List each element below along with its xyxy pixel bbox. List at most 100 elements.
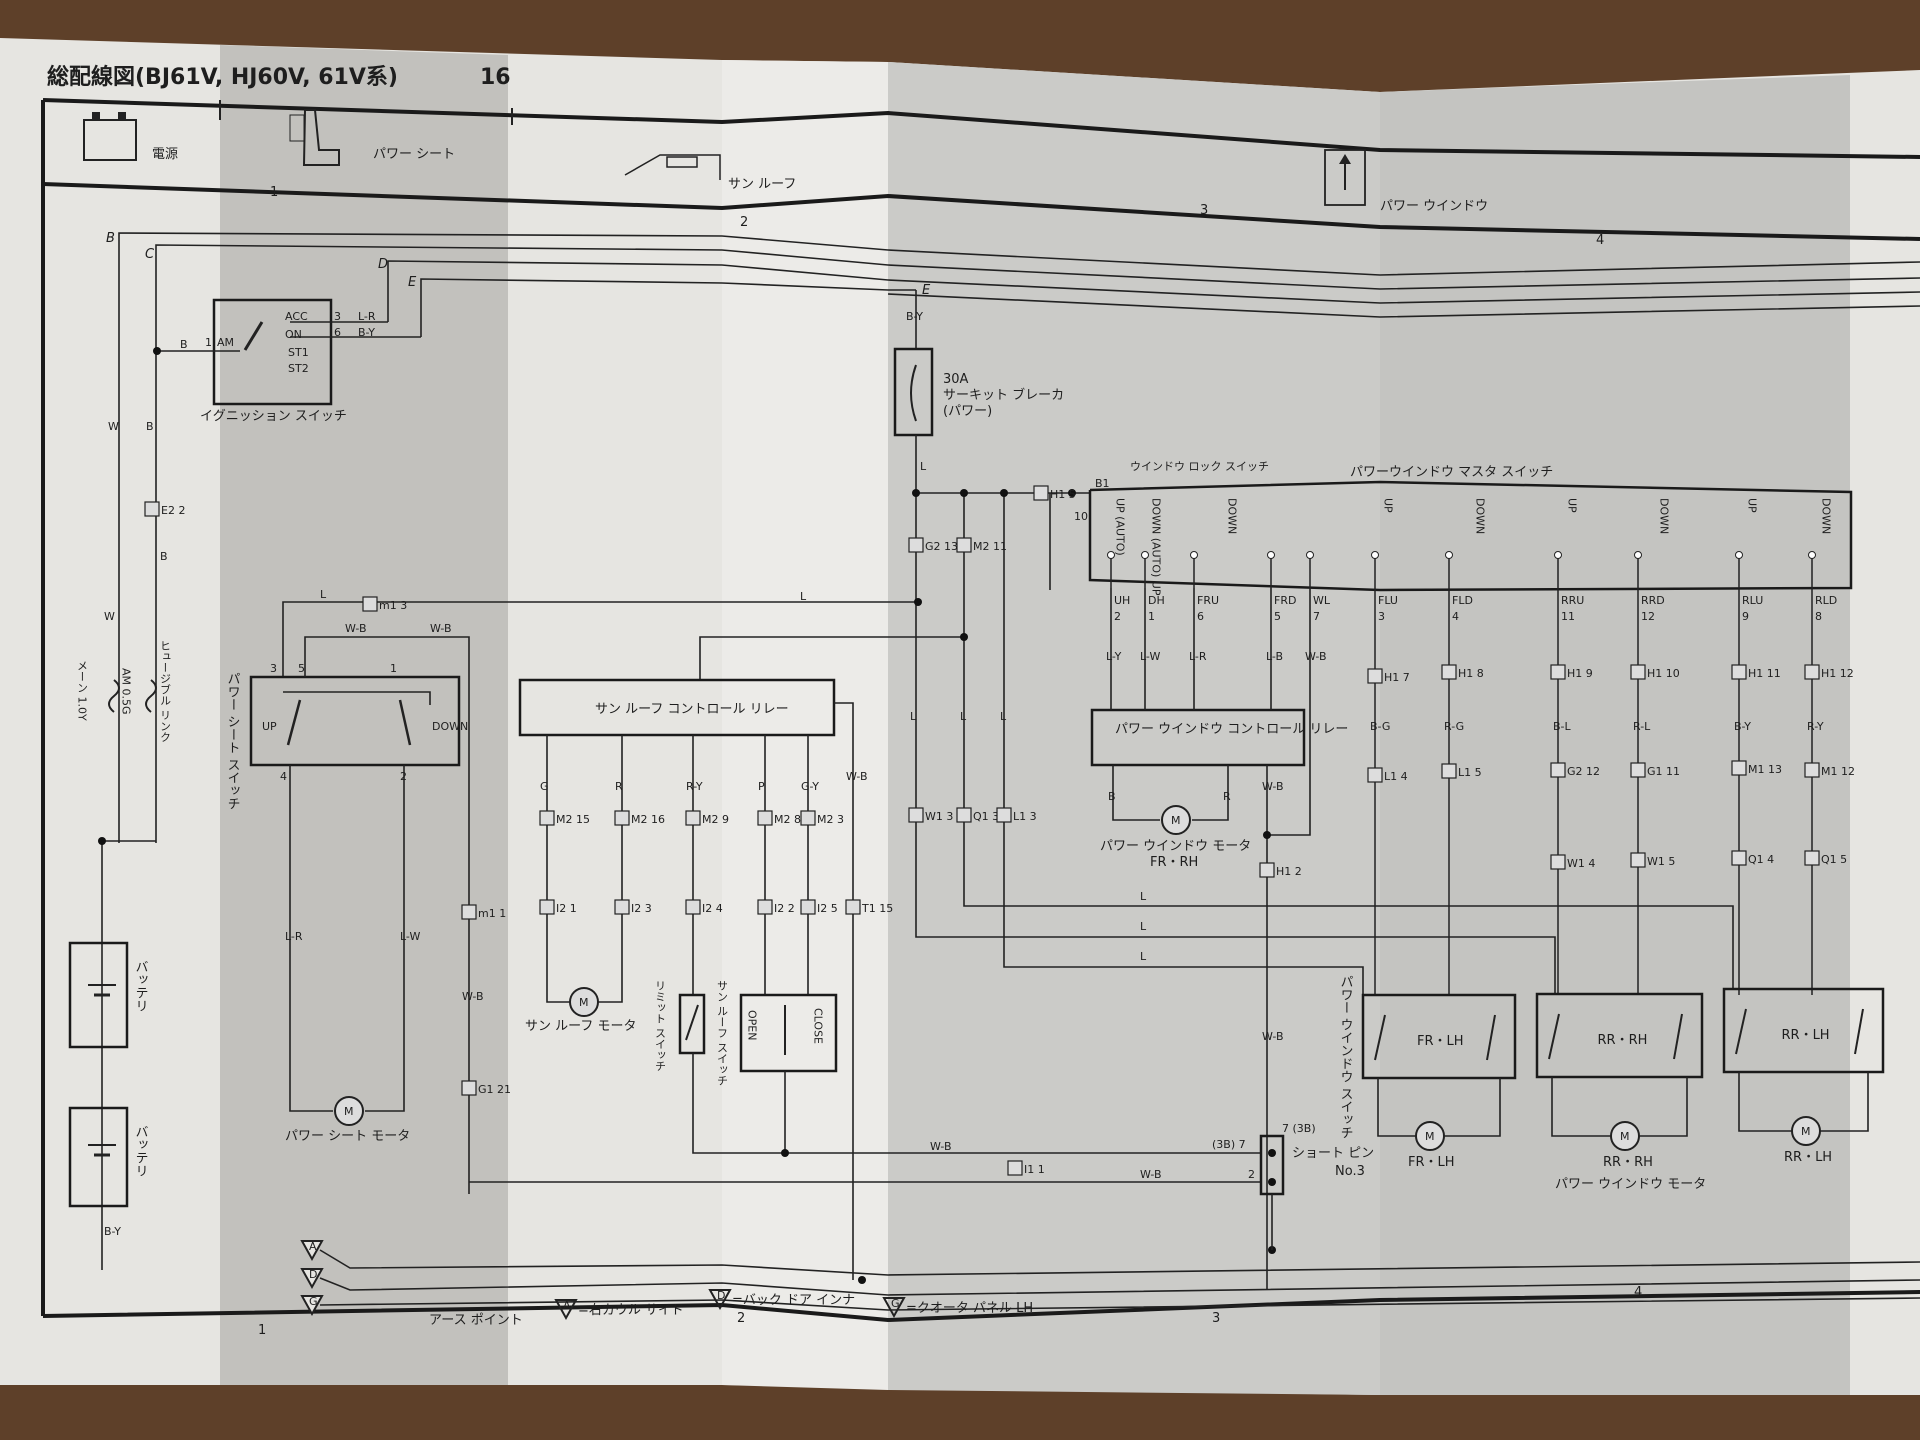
ground-mark: D: [717, 1289, 725, 1302]
wire-r: [1444, 1078, 1501, 1137]
connector: [362, 596, 378, 612]
battery: [68, 1106, 129, 1208]
ignition-switch-body: [212, 298, 333, 406]
motor-symbol: M: [1425, 1130, 1435, 1143]
wire-r: [1820, 1072, 1869, 1132]
pin-label: 1: [390, 662, 397, 675]
wire-color-label: P: [758, 780, 765, 793]
terminal-node: [1634, 551, 1642, 559]
bus-c: [155, 244, 1920, 843]
pin: (3B) 7: [1212, 1138, 1246, 1151]
door-motor-label: FR・LH: [1408, 1155, 1455, 1170]
ground-mark: G: [309, 1295, 318, 1308]
wire-b: [1738, 1072, 1792, 1132]
connector: [757, 899, 773, 915]
ground-symbols: ADG: [300, 1240, 324, 1317]
ground-mark: D: [309, 1268, 317, 1281]
motor-symbol: M: [1171, 814, 1181, 827]
terminal-pin: 12: [1641, 610, 1655, 623]
wire-l: [282, 601, 918, 677]
connector-label: I2 4: [702, 902, 723, 915]
ground-point-label: =クオータ パネル LH: [906, 1301, 1033, 1316]
sunroof-relay-label: サン ルーフ コントロール リレー: [595, 702, 789, 717]
switch-contact: [1854, 1008, 1864, 1055]
wire-color-label: B: [180, 338, 188, 351]
wire-color-label: L: [1140, 890, 1147, 903]
switch-label: UP: [1746, 498, 1759, 513]
connector-label: M2 3: [817, 813, 844, 826]
shade-band: [888, 62, 1380, 1395]
ground-point-label: =右カウル サイド: [578, 1303, 684, 1318]
terminal-label: ON: [285, 328, 302, 341]
terminal-node: [1808, 551, 1816, 559]
battery-label: バッテリ: [133, 1125, 149, 1177]
terminal-pin: 3: [1378, 610, 1385, 623]
ground-mark: G: [891, 1297, 900, 1310]
fusible-link-label: AM 0.5G: [120, 668, 133, 715]
terminal-label: UH: [1114, 594, 1130, 607]
junction-dot: [960, 489, 968, 497]
breaker-label: サーキット ブレーカ: [943, 387, 1064, 403]
connector: [1441, 763, 1457, 779]
wire-color-label: W-B: [1262, 780, 1284, 793]
ground-icon: [300, 1240, 324, 1262]
connector: [1804, 762, 1820, 778]
wire-color-label: W-B: [345, 622, 367, 635]
wire-color-label: R: [1223, 790, 1231, 803]
connector-label: I2 2: [774, 902, 795, 915]
connector-label: M2 11: [973, 540, 1007, 553]
pw-motor-label: パワー ウインドウ モータ: [1100, 839, 1251, 854]
page-title: 総配線図(BJ61V, HJ60V, 61V系): [47, 64, 398, 90]
breaker-sub: (パワー): [943, 404, 992, 419]
pin-label: 4: [280, 770, 287, 783]
terminal-node: [1554, 551, 1562, 559]
wire-color-label: L-R: [1189, 650, 1207, 663]
connector: [539, 899, 555, 915]
terminal-label: RLD: [1815, 594, 1837, 607]
connector-label: M2 16: [631, 813, 665, 826]
connector: [956, 537, 972, 553]
ground-icon: [554, 1299, 578, 1321]
short-pin-sub: No.3: [1335, 1164, 1365, 1179]
wire-color-label: L-R: [358, 310, 376, 323]
switch-label: UP (AUTO): [1114, 498, 1127, 556]
wire-color-label: W-B: [1140, 1168, 1162, 1181]
ground-icon: [300, 1295, 324, 1317]
column-number: 3: [1212, 1311, 1220, 1326]
wire-color-label: R: [615, 780, 623, 793]
wire-w-b: [692, 1053, 1261, 1154]
connector: [956, 807, 972, 823]
wire-l: [963, 493, 1734, 989]
switch-contact: [1735, 1008, 1747, 1055]
ground-mark: A: [563, 1299, 571, 1312]
sunroof-switch: OPEN CLOSE: [739, 993, 838, 1073]
master-switch-pin: B1: [1095, 477, 1110, 490]
power-seat-motor: M: [334, 1096, 364, 1126]
door-switch: [1535, 992, 1704, 1079]
terminal-pin: 1: [1148, 610, 1155, 623]
door-switch: [1722, 987, 1885, 1074]
connector: [1367, 767, 1383, 783]
bus-e-cont: [887, 293, 1920, 318]
pw-relay-label: パワー ウインドウ コントロール リレー: [1115, 722, 1348, 737]
battery-label: バッテリ: [133, 960, 149, 1012]
wire-color-label: W-B: [930, 1140, 952, 1153]
column-number: 1: [270, 185, 278, 200]
shade-band: [1380, 75, 1850, 1395]
sunroof-control-relay: [518, 678, 836, 737]
switch-contact: [243, 321, 264, 351]
bus-label: E: [922, 283, 931, 298]
connector: [1630, 762, 1646, 778]
wire-r: [1192, 765, 1229, 821]
connector: [1259, 862, 1275, 878]
connector-label: I2 1: [556, 902, 577, 915]
wire-color-label: B: [1108, 790, 1116, 803]
power-seat-switch-label: パワー シート スイッチ: [225, 672, 241, 811]
connector: [144, 501, 160, 517]
connector-label: I2 3: [631, 902, 652, 915]
breaker-rating: 30A: [943, 372, 969, 387]
column-number: 2: [737, 1311, 745, 1326]
junction-dot: [858, 1276, 866, 1284]
